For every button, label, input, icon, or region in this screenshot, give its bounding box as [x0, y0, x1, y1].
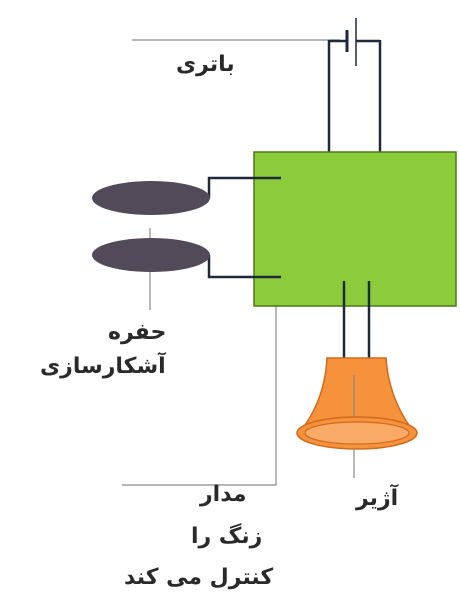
detection-hole-label-line2: آشکارسازی [40, 354, 166, 379]
siren-label: آژیر [356, 486, 399, 511]
sensor-plate-top [92, 181, 210, 215]
sensor-wires [207, 176, 281, 279]
siren-wires [342, 281, 371, 360]
battery-symbol [329, 18, 380, 66]
circuit-label-line1: مدار [200, 482, 247, 507]
circuit-label-line2: زنگ را [191, 524, 263, 549]
circuit-label-line3: کنترل می کند [124, 565, 274, 590]
circuit-leader-line [122, 300, 277, 486]
battery-label: باتری [176, 52, 235, 77]
sensor-plate-bottom [92, 238, 210, 272]
circuit-board [253, 151, 457, 307]
siren-bell [296, 357, 418, 450]
detection-hole-label-line1: حفره [108, 320, 167, 345]
